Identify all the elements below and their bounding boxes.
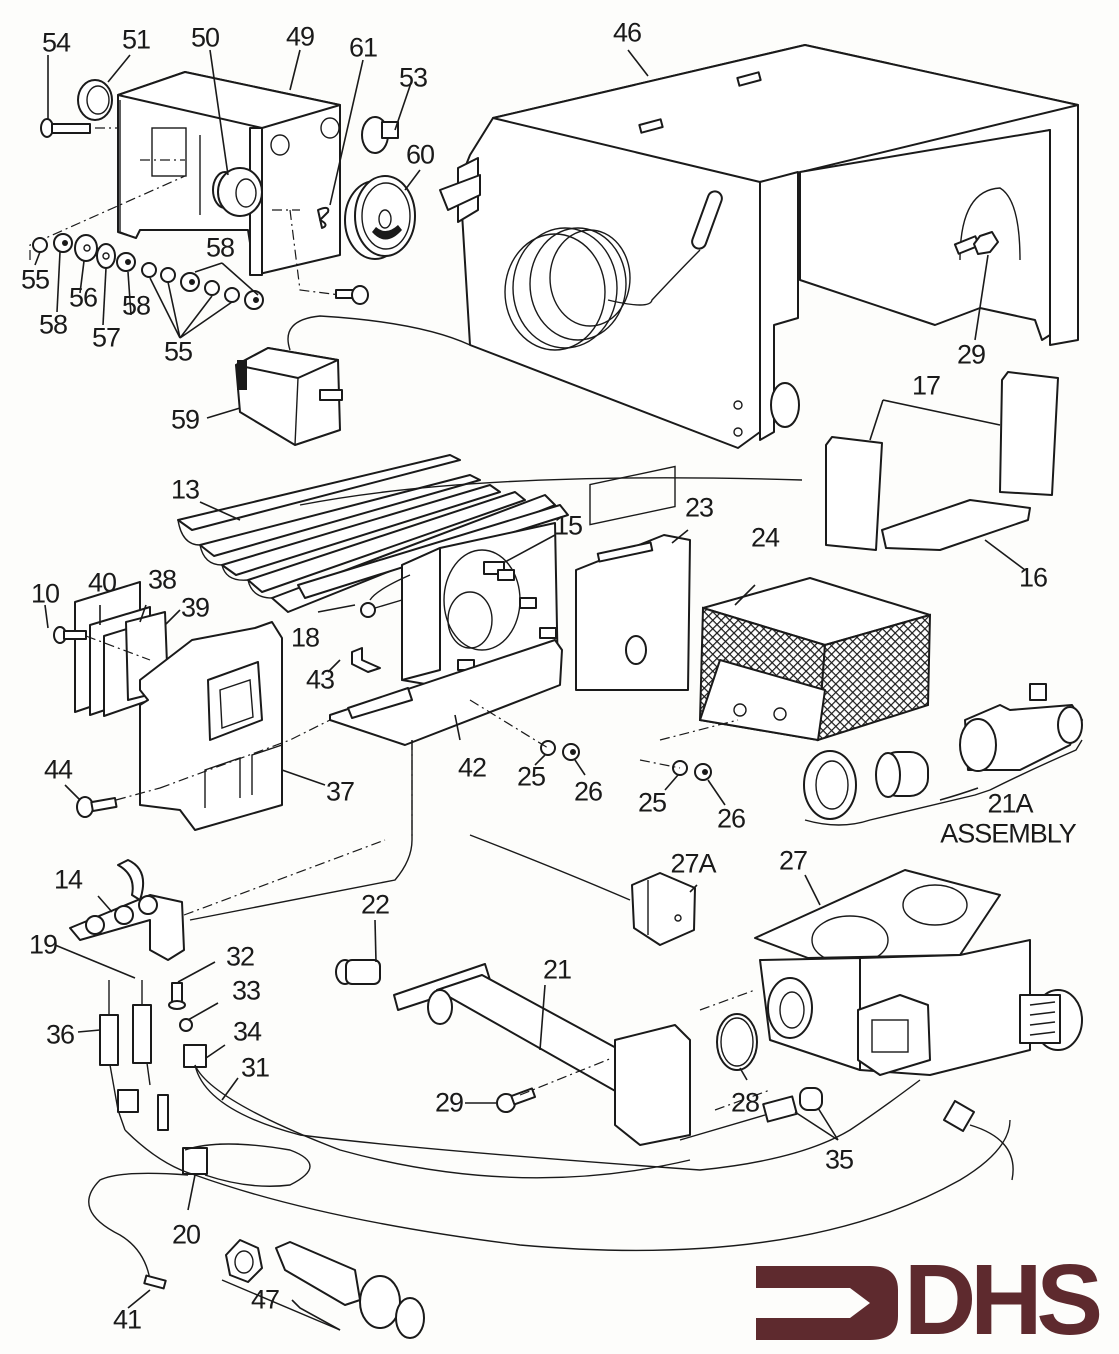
callout-22: 22 bbox=[360, 889, 390, 920]
callout-21: 21 bbox=[542, 954, 572, 985]
callout-26a: 26 bbox=[573, 776, 603, 807]
callout-31: 31 bbox=[240, 1052, 270, 1083]
callout-27A: 27A bbox=[670, 848, 716, 879]
arrow-logo-icon bbox=[756, 1266, 898, 1340]
thermostat-59 bbox=[235, 315, 471, 446]
burner-tube-21 bbox=[393, 963, 691, 1146]
fitting-assembly-21A bbox=[803, 683, 1083, 826]
callout-36: 36 bbox=[45, 1019, 75, 1050]
sensor-41 bbox=[143, 1274, 167, 1290]
clip-43 bbox=[351, 647, 381, 673]
callout-24: 24 bbox=[750, 522, 780, 553]
callout-50: 50 bbox=[190, 22, 220, 53]
callout-42: 42 bbox=[457, 752, 487, 783]
callout-59: 59 bbox=[170, 404, 200, 435]
callout-61: 61 bbox=[348, 32, 378, 63]
callout-29b: 29 bbox=[434, 1087, 464, 1118]
screw-54 bbox=[40, 118, 91, 138]
callout-54: 54 bbox=[41, 27, 71, 58]
callout-35: 35 bbox=[824, 1144, 854, 1175]
callout-58c: 58 bbox=[205, 232, 235, 263]
callout-23: 23 bbox=[684, 492, 714, 523]
union-35 bbox=[762, 1087, 976, 1133]
piezo-igniter-47 bbox=[221, 1239, 425, 1339]
callout-26b: 26 bbox=[716, 803, 746, 834]
burner-13 bbox=[177, 454, 569, 613]
callout-16: 16 bbox=[1018, 562, 1048, 593]
callout-55a: 55 bbox=[20, 264, 50, 295]
o-ring-28 bbox=[716, 1013, 758, 1071]
fitting-50 bbox=[212, 167, 263, 217]
screw-10 bbox=[53, 626, 87, 644]
knob-60 bbox=[344, 175, 416, 260]
callout-32: 32 bbox=[225, 941, 255, 972]
callout-55b: 55 bbox=[163, 336, 193, 367]
connector-27A bbox=[631, 872, 696, 946]
brand-logo: DHS bbox=[752, 1250, 1112, 1350]
callout-49: 49 bbox=[285, 21, 315, 52]
callout-13: 13 bbox=[170, 474, 200, 505]
washer-nut-25-26 bbox=[540, 740, 712, 781]
refractory-panels bbox=[825, 371, 1059, 551]
callout-37: 37 bbox=[325, 776, 355, 807]
callout-29a: 29 bbox=[956, 339, 986, 370]
pilot-fittings-32-34 bbox=[168, 982, 207, 1068]
jet-22 bbox=[335, 959, 381, 985]
assembly-label: ASSEMBLY bbox=[940, 818, 1077, 849]
callout-57: 57 bbox=[91, 322, 121, 353]
access-plate-23 bbox=[575, 465, 691, 691]
electrode-36 bbox=[99, 980, 139, 1131]
callout-15: 15 bbox=[553, 510, 583, 541]
gas-valve-27 bbox=[754, 869, 1083, 1076]
callout-18: 18 bbox=[290, 622, 320, 653]
callout-33: 33 bbox=[231, 975, 261, 1006]
leader-lines bbox=[34, 49, 1026, 1331]
callout-25a: 25 bbox=[516, 761, 546, 792]
clip-61 bbox=[317, 206, 330, 229]
callout-47: 47 bbox=[250, 1284, 280, 1315]
electrode-19 bbox=[132, 980, 169, 1131]
callout-21A: 21A bbox=[987, 788, 1033, 819]
callout-28: 28 bbox=[730, 1087, 760, 1118]
mesh-box-24 bbox=[698, 577, 932, 742]
callout-40: 40 bbox=[87, 567, 117, 598]
callout-51: 51 bbox=[121, 24, 151, 55]
callout-39: 39 bbox=[180, 592, 210, 623]
callout-34: 34 bbox=[232, 1016, 262, 1047]
window-assembly bbox=[74, 581, 283, 831]
callout-58a: 58 bbox=[38, 309, 68, 340]
callout-46: 46 bbox=[612, 17, 642, 48]
clip-53 bbox=[361, 116, 399, 154]
screw-29-bottom bbox=[496, 1087, 537, 1113]
callout-56: 56 bbox=[68, 282, 98, 313]
callout-53: 53 bbox=[398, 62, 428, 93]
callout-27: 27 bbox=[778, 845, 808, 876]
callout-17: 17 bbox=[911, 370, 941, 401]
callout-38: 38 bbox=[147, 564, 177, 595]
pilot-bracket-14 bbox=[69, 839, 386, 961]
callout-20: 20 bbox=[171, 1219, 201, 1250]
screw-44 bbox=[76, 796, 118, 818]
callout-43: 43 bbox=[305, 664, 335, 695]
callout-44: 44 bbox=[43, 754, 73, 785]
callout-58b: 58 bbox=[121, 290, 151, 321]
callout-25b: 25 bbox=[637, 787, 667, 818]
pin-18 bbox=[360, 599, 403, 618]
callout-41: 41 bbox=[112, 1304, 142, 1335]
brand-wordmark: DHS bbox=[904, 1244, 1103, 1354]
screw-small bbox=[335, 285, 369, 305]
callout-10: 10 bbox=[30, 578, 60, 609]
callout-14: 14 bbox=[53, 864, 83, 895]
nut-51 bbox=[77, 79, 113, 121]
fitting-20 bbox=[182, 1147, 208, 1175]
callout-19: 19 bbox=[28, 929, 58, 960]
combustion-chamber bbox=[439, 44, 1079, 449]
screw-29-top bbox=[953, 231, 999, 255]
callout-60: 60 bbox=[405, 139, 435, 170]
